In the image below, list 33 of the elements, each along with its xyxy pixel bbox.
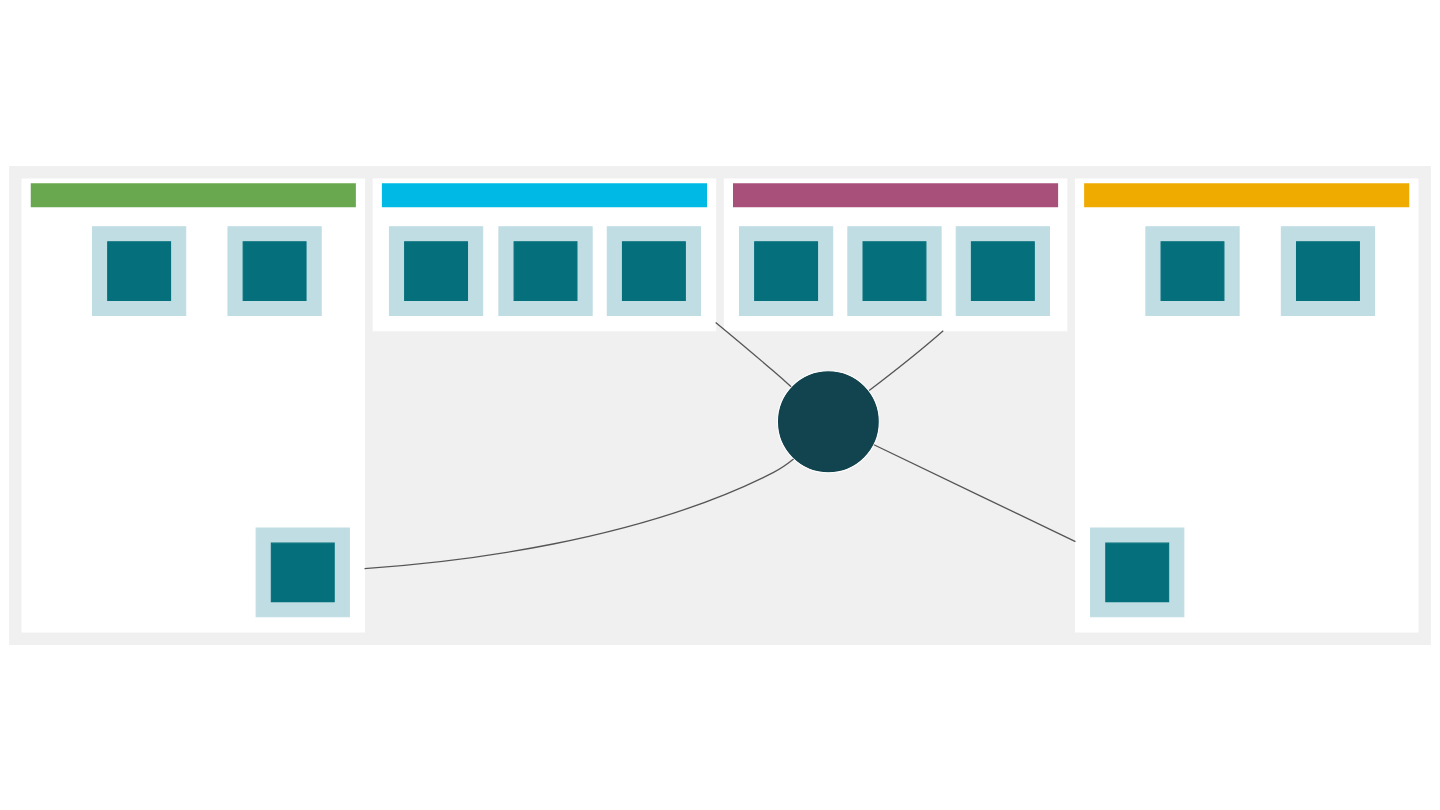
node-box xyxy=(1105,542,1170,602)
node-box xyxy=(107,240,172,301)
node-person xyxy=(776,369,880,473)
connector xyxy=(868,329,944,391)
node-box xyxy=(621,240,686,301)
node-box xyxy=(270,542,335,602)
connector xyxy=(715,321,792,387)
cluster xyxy=(1090,526,1185,617)
cluster xyxy=(498,225,593,316)
node-box xyxy=(1296,240,1360,301)
node-box xyxy=(1160,240,1225,301)
cluster xyxy=(1074,177,1419,633)
cluster xyxy=(738,225,834,316)
node-box xyxy=(970,240,1035,301)
cluster xyxy=(1280,225,1376,316)
cluster xyxy=(255,526,350,617)
cluster xyxy=(847,225,942,316)
cluster xyxy=(372,177,717,331)
cluster xyxy=(955,225,1050,316)
cluster xyxy=(227,225,322,316)
connector xyxy=(873,443,1077,542)
cluster xyxy=(388,225,484,316)
cluster xyxy=(606,225,702,316)
cluster xyxy=(723,177,1068,331)
cluster xyxy=(1145,225,1240,316)
cluster xyxy=(21,177,366,633)
node-box xyxy=(242,240,307,301)
node-box xyxy=(404,240,469,301)
connector xyxy=(363,457,795,569)
node-box xyxy=(862,240,927,301)
node-box xyxy=(754,240,819,301)
node-box xyxy=(513,240,578,301)
cluster xyxy=(92,225,187,316)
